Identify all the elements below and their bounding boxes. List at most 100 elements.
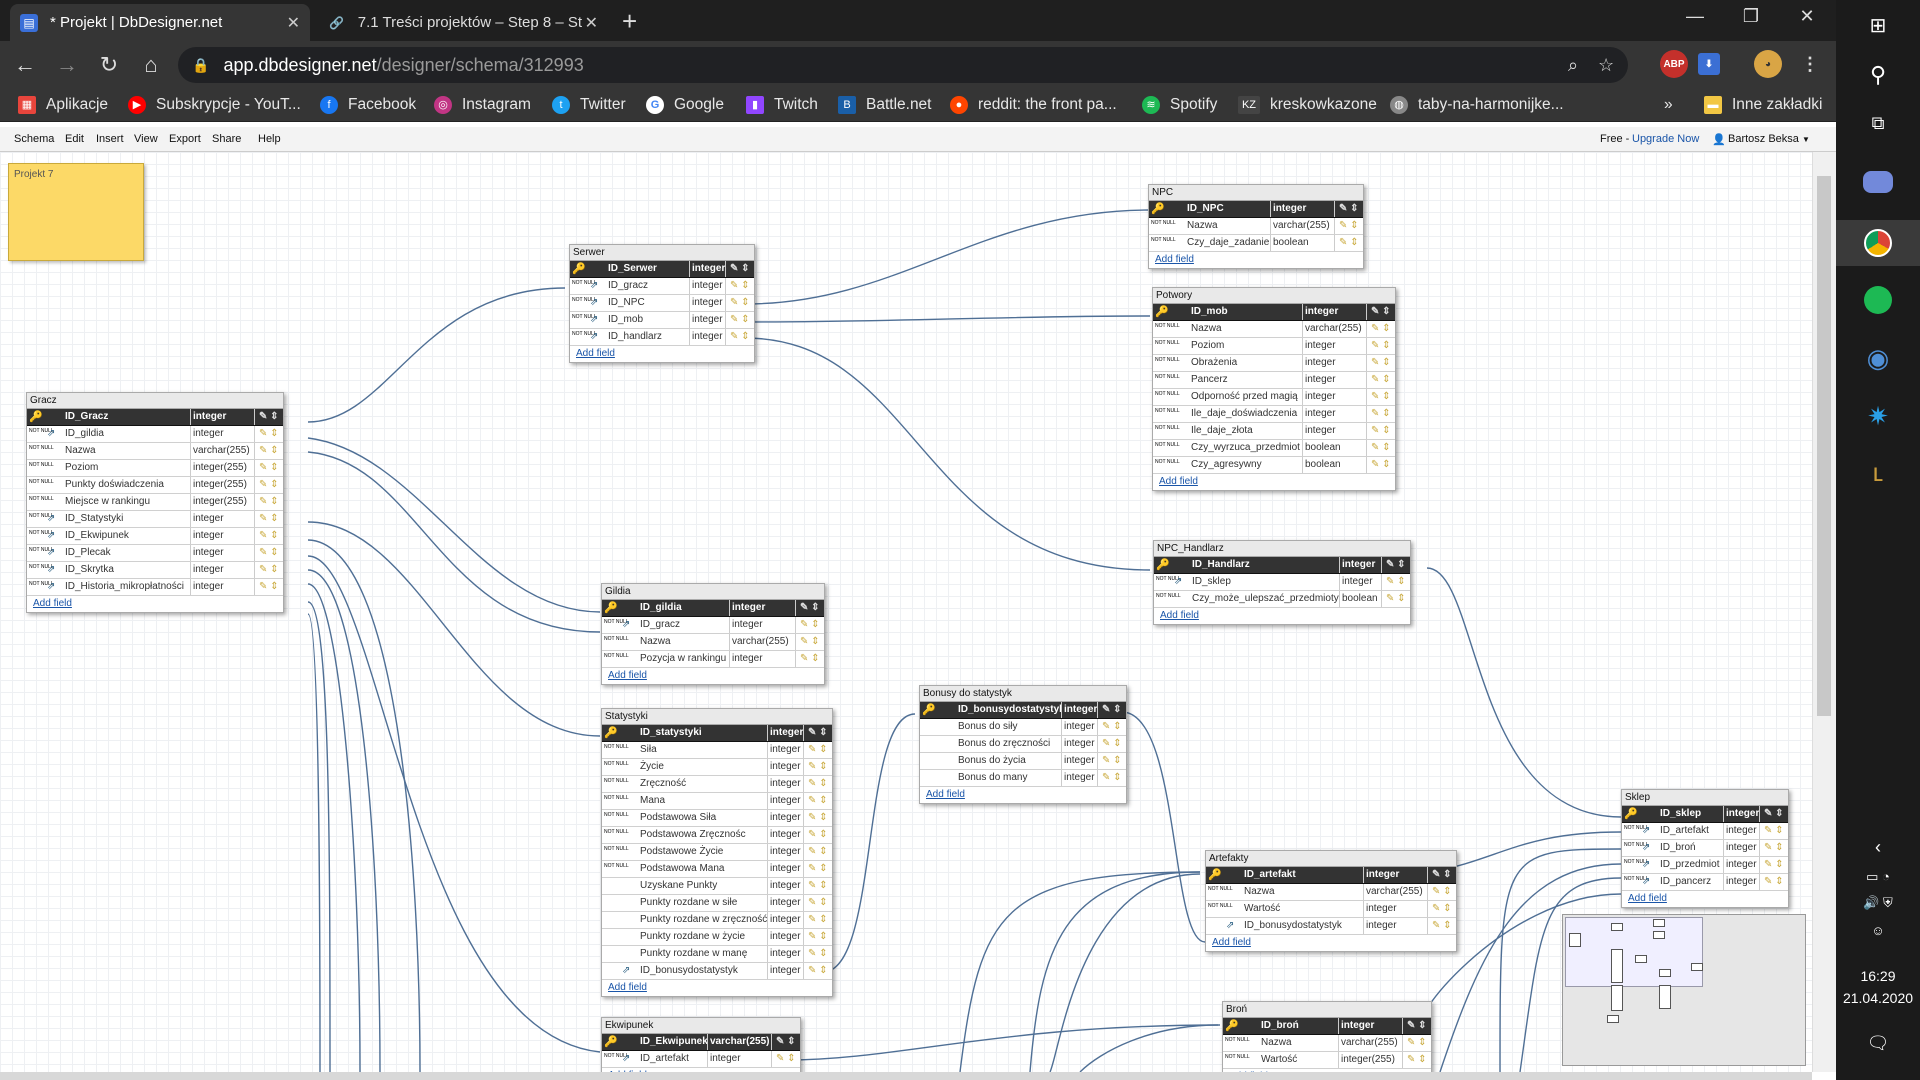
edit-field-icon[interactable]: ✎ ⇕ — [808, 829, 828, 840]
scrollbar-thumb[interactable] — [1817, 176, 1831, 716]
edit-field-icon[interactable]: ✎ ⇕ — [1371, 408, 1391, 419]
edit-field-icon[interactable]: ✎ ⇕ — [259, 513, 279, 524]
league-icon[interactable]: ʟ — [1872, 456, 1884, 487]
table-title[interactable]: Sklep — [1622, 790, 1788, 806]
edit-field-icon[interactable]: ✎ ⇕ — [1371, 442, 1391, 453]
zoom-icon[interactable]: ⌕ — [1568, 54, 1579, 75]
edit-field-icon[interactable]: ✎ ⇕ — [259, 462, 279, 473]
table-title[interactable]: Bonusy do statystyk — [920, 686, 1126, 702]
chevron-down-icon[interactable]: ▼ — [1802, 135, 1810, 144]
edit-field-icon[interactable]: ✎ ⇕ — [808, 914, 828, 925]
edit-field-icon[interactable]: ✎ ⇕ — [808, 965, 828, 976]
bookmark-spotify[interactable]: ≋Spotify — [1142, 94, 1217, 116]
table-title[interactable]: Potwory — [1153, 288, 1395, 304]
edit-field-icon[interactable]: ✎ ⇕ — [259, 581, 279, 592]
edit-field-icon[interactable]: ✎ ⇕ — [259, 428, 279, 439]
chevron-left-icon[interactable]: ‹ — [1875, 836, 1881, 857]
forward-icon[interactable]: → — [56, 51, 78, 77]
add-field-link[interactable]: Add field — [926, 789, 965, 800]
windows-start-icon[interactable]: ⊞ — [1869, 14, 1887, 37]
edit-field-icon[interactable]: ✎ ⇕ — [808, 727, 828, 738]
edit-field-icon[interactable]: ✎ ⇕ — [1432, 869, 1452, 880]
edit-field-icon[interactable]: ✎ ⇕ — [259, 411, 279, 422]
table-title[interactable]: Artefakty — [1206, 851, 1456, 867]
edit-field-icon[interactable]: ✎ ⇕ — [1371, 459, 1391, 470]
profile-avatar[interactable]: ◕ — [1754, 50, 1782, 78]
add-field-link[interactable]: Add field — [33, 598, 72, 609]
search-icon[interactable]: ⚲ — [1869, 62, 1887, 87]
edit-field-icon[interactable]: ✎ ⇕ — [259, 547, 279, 558]
discord-tray-icon[interactable]: ☺ — [1871, 922, 1885, 938]
edit-field-icon[interactable]: ✎ ⇕ — [730, 280, 750, 291]
edit-field-icon[interactable]: ✎ ⇕ — [1102, 704, 1122, 715]
address-bar[interactable]: 🔒 app.dbdesigner.net/designer/schema/312… — [178, 47, 1628, 83]
table-title[interactable]: Serwer — [570, 245, 754, 261]
edit-field-icon[interactable]: ✎ ⇕ — [808, 897, 828, 908]
edit-field-icon[interactable]: ✎ ⇕ — [1764, 859, 1784, 870]
edit-field-icon[interactable]: ✎ ⇕ — [808, 931, 828, 942]
edit-field-icon[interactable]: ✎ ⇕ — [1407, 1054, 1427, 1065]
task-view-icon[interactable]: ⧉ — [1871, 112, 1885, 133]
edit-field-icon[interactable]: ✎ ⇕ — [259, 479, 279, 490]
edit-field-icon[interactable]: ✎ ⇕ — [259, 530, 279, 541]
tab-tresci-projektow[interactable]: 🔗 7.1 Treści projektów – Step 8 – St ✕ — [318, 4, 608, 41]
sticky-note[interactable]: Projekt 7 — [8, 163, 144, 261]
edit-field-icon[interactable]: ✎ ⇕ — [730, 314, 750, 325]
edit-field-icon[interactable]: ✎ ⇕ — [1386, 559, 1406, 570]
edit-field-icon[interactable]: ✎ ⇕ — [1386, 593, 1406, 604]
edit-field-icon[interactable]: ✎ ⇕ — [776, 1036, 796, 1047]
edit-field-icon[interactable]: ✎ ⇕ — [1102, 721, 1122, 732]
add-field-link[interactable]: Add field — [1223, 1069, 1431, 1072]
user-menu[interactable]: Bartosz Beksa — [1728, 133, 1799, 145]
edit-field-icon[interactable]: ✎ ⇕ — [1432, 903, 1452, 914]
add-field-link[interactable]: Add field — [1155, 254, 1194, 265]
bookmark-other[interactable]: ▬Inne zakładki — [1704, 94, 1822, 116]
discord-icon[interactable] — [1836, 162, 1920, 202]
edit-field-icon[interactable]: ✎ ⇕ — [808, 948, 828, 959]
edit-field-icon[interactable]: ✎ ⇕ — [1371, 306, 1391, 317]
edit-field-icon[interactable]: ✎ ⇕ — [800, 619, 820, 630]
add-field-link[interactable]: Add field — [608, 982, 647, 993]
edit-field-icon[interactable]: ✎ ⇕ — [808, 761, 828, 772]
edit-field-icon[interactable]: ✎ ⇕ — [1432, 920, 1452, 931]
bookmarks-overflow-button[interactable]: » — [1664, 96, 1673, 113]
edit-field-icon[interactable]: ✎ ⇕ — [808, 744, 828, 755]
edit-field-icon[interactable]: ✎ ⇕ — [259, 445, 279, 456]
edit-field-icon[interactable]: ✎ ⇕ — [808, 812, 828, 823]
menu-insert[interactable]: Insert — [96, 133, 124, 145]
maximize-button[interactable]: ❐ — [1742, 6, 1760, 26]
